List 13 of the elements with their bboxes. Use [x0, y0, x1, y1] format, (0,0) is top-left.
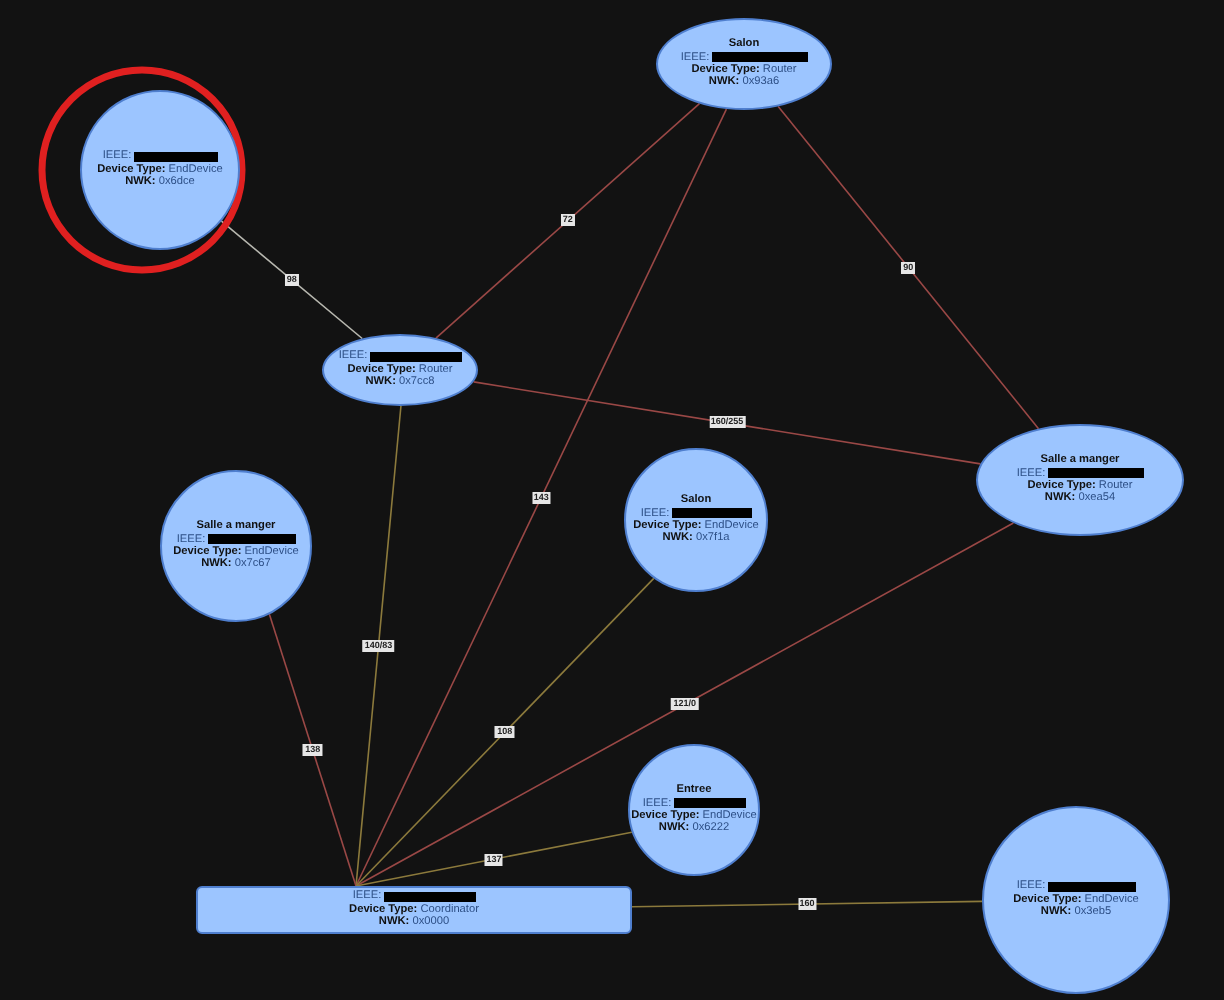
- link-line: [631, 900, 983, 908]
- link-line: [435, 102, 701, 339]
- link-line: [355, 522, 1015, 887]
- device-node: [80, 90, 240, 250]
- link-line: [777, 105, 1040, 430]
- link-line: [355, 405, 402, 887]
- link-line: [268, 613, 357, 887]
- link-line: [355, 577, 655, 887]
- link-line: [220, 220, 363, 340]
- device-box: [196, 886, 632, 934]
- link-line: [472, 381, 982, 465]
- link-line: [355, 108, 728, 887]
- link-line: [355, 831, 633, 887]
